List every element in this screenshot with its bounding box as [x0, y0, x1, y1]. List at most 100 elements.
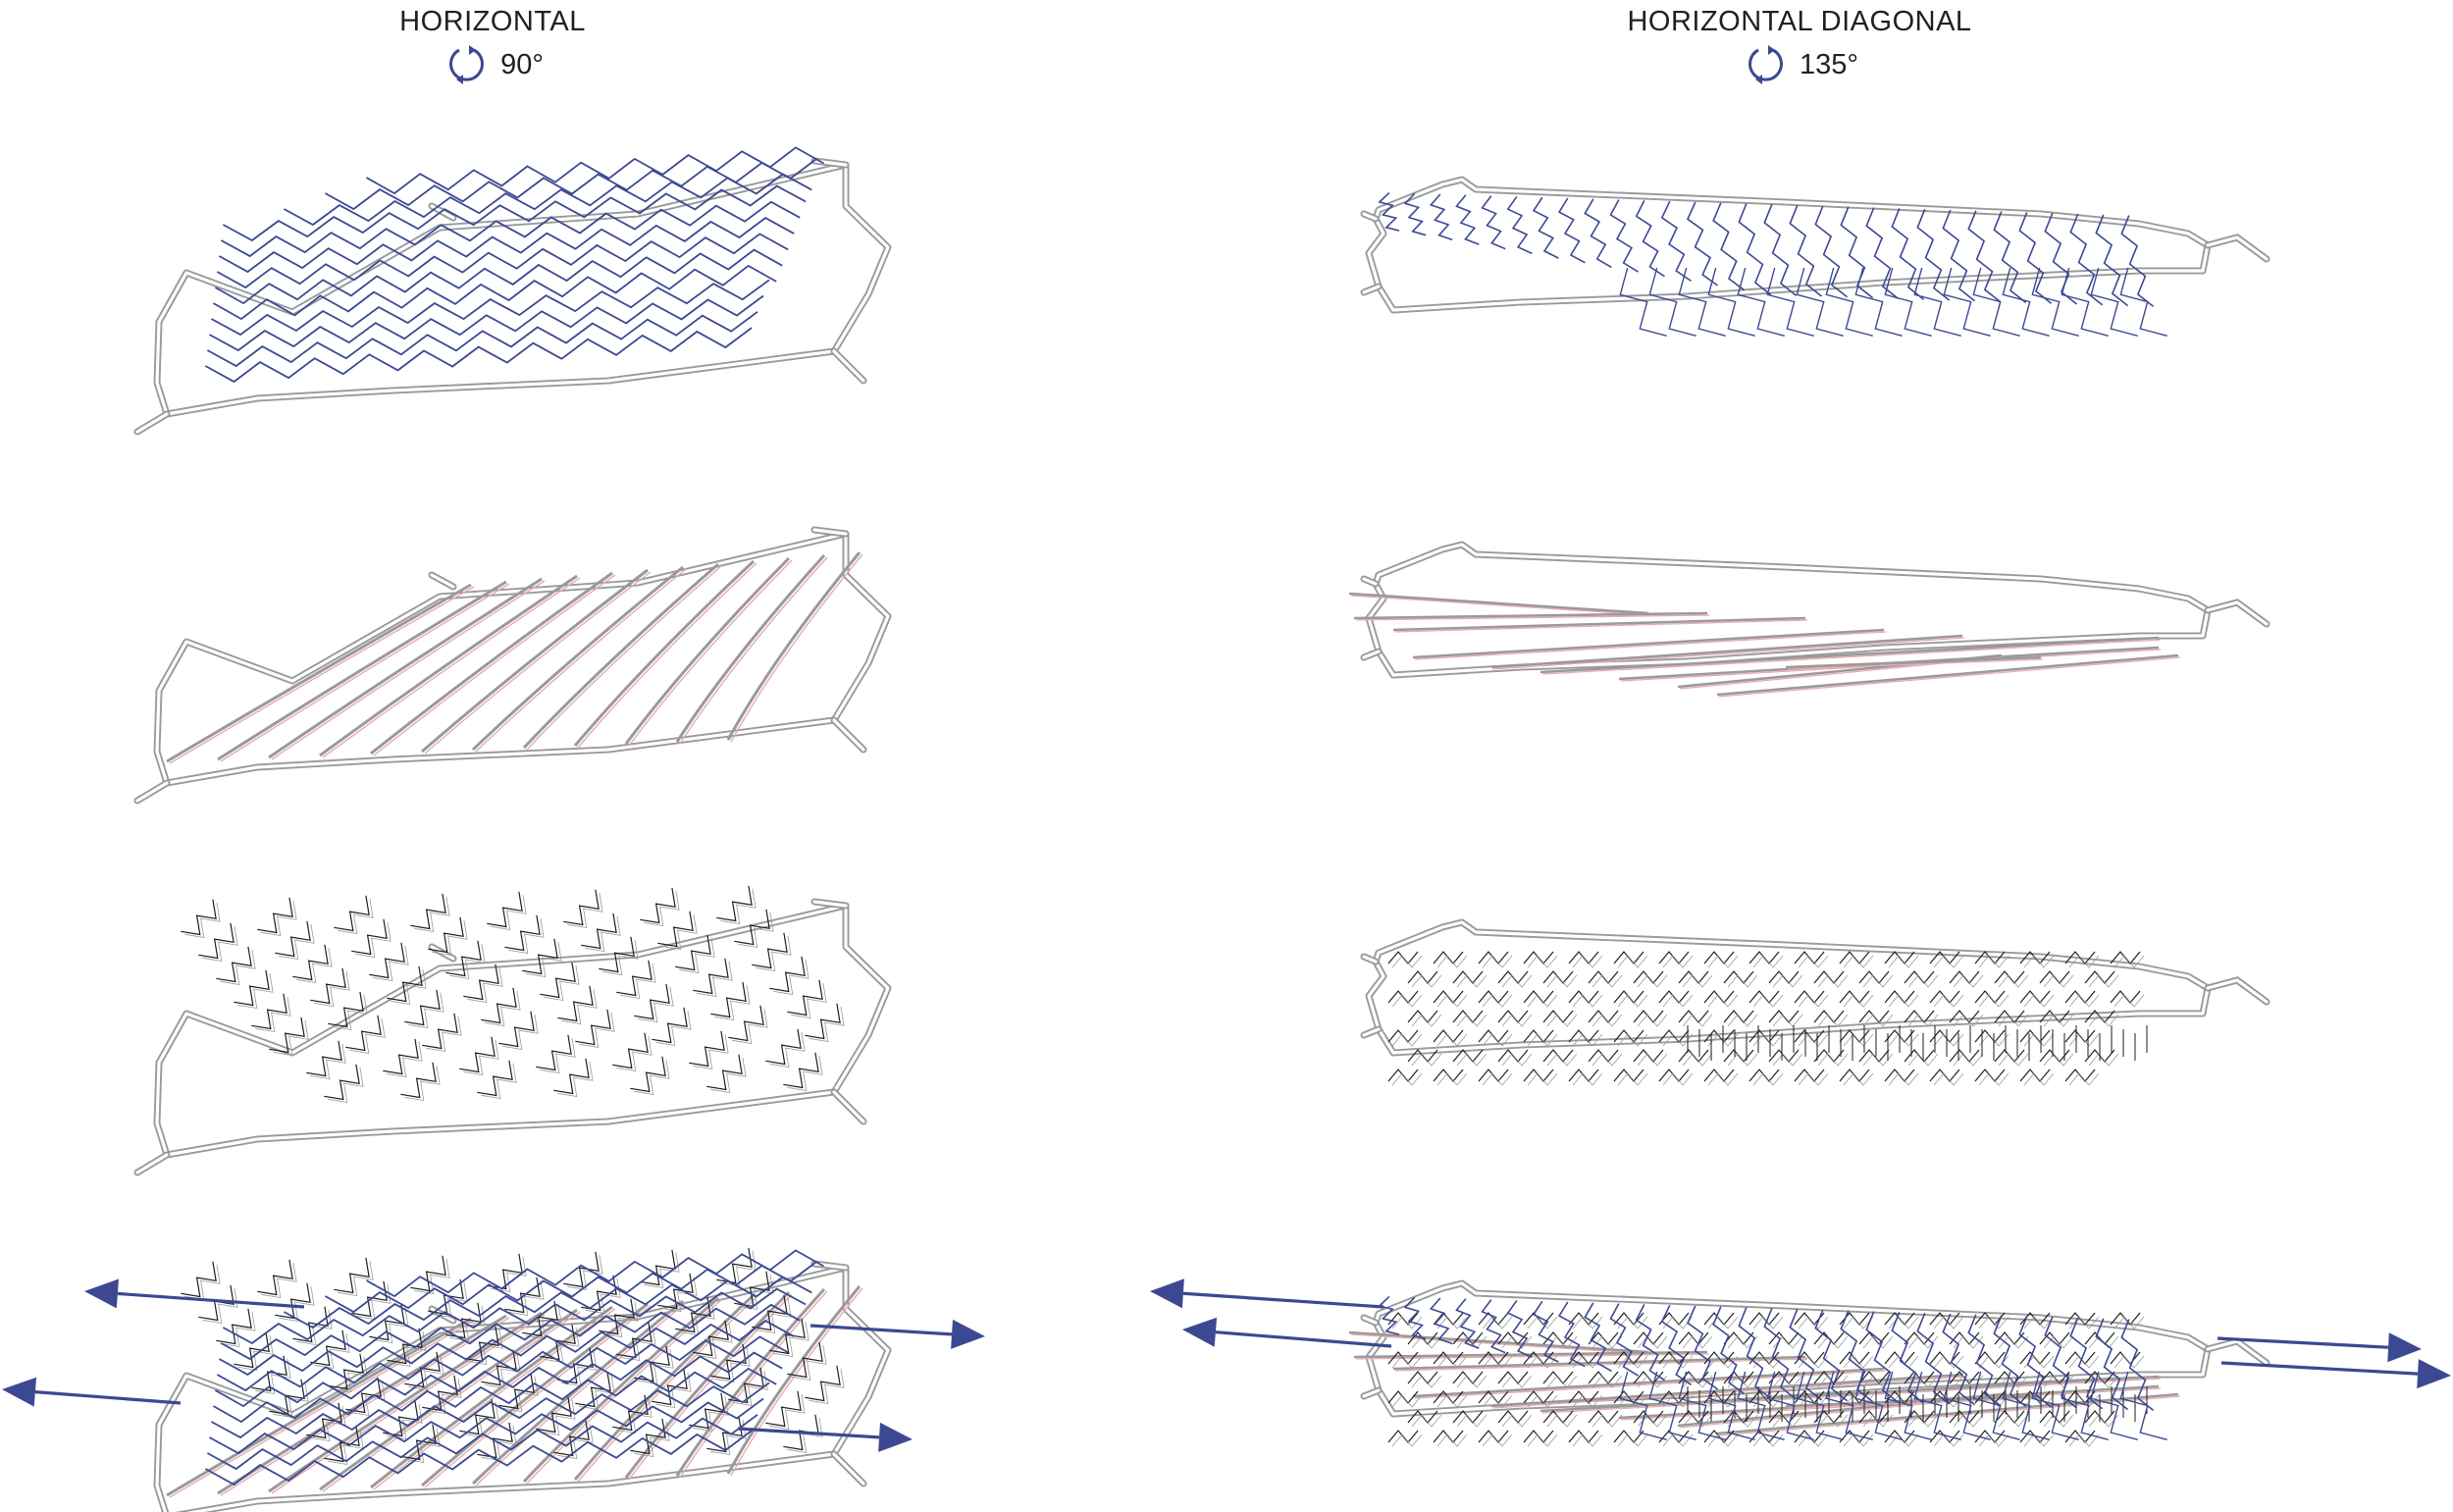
gray-zigzag — [408, 1354, 444, 1390]
black-zigzag — [487, 891, 523, 928]
gray-chevron — [2023, 955, 2055, 968]
black-chevron — [1994, 970, 2025, 984]
gray-zigzag — [693, 1033, 729, 1069]
black-chevron — [1497, 1410, 1529, 1424]
gray-zigzag — [404, 1065, 441, 1101]
black-zigzag — [563, 1251, 600, 1288]
gray-zigzag — [714, 1346, 751, 1382]
pink-curve — [577, 1296, 757, 1483]
black-chevron — [1497, 970, 1529, 984]
gray-chevron — [1888, 1355, 1919, 1369]
gray-chevron — [1727, 1014, 1758, 1027]
pink-curve — [424, 571, 652, 755]
black-chevron — [2019, 990, 2051, 1004]
gray-zigzag — [561, 1350, 598, 1386]
black-zigzag — [328, 1353, 364, 1390]
black-zigzag — [463, 1326, 499, 1363]
black-zigzag — [769, 956, 806, 993]
blue-zigzag-column — [1455, 1298, 1480, 1349]
blue-zigzag-row — [206, 311, 758, 368]
blue-zigzag-column — [1738, 203, 1772, 296]
gray-chevron — [1527, 1316, 1558, 1330]
outline-tail-inner — [135, 1153, 169, 1174]
black-zigzag — [765, 1028, 802, 1066]
direction-arrow-icon — [737, 1422, 913, 1452]
black-zigzag — [257, 1259, 293, 1296]
black-zigzag — [292, 944, 329, 981]
gray-zigzag — [602, 939, 639, 975]
black-chevron — [1929, 1312, 1960, 1326]
black-zigzag — [557, 985, 594, 1022]
outline-inner — [1367, 1281, 2210, 1416]
gray-strand — [1785, 655, 2042, 669]
blue-zigzag-column — [2044, 212, 2078, 305]
black-chevron — [2084, 1010, 2115, 1023]
gray-zigzag — [467, 966, 503, 1003]
blue-zigzag-row — [222, 1287, 807, 1345]
blue-zigzag-row — [214, 1351, 783, 1408]
gray-zigzag — [349, 1380, 386, 1416]
arrow-head — [1150, 1278, 1184, 1309]
black-zigzag — [400, 1424, 437, 1461]
gray-chevron — [1998, 974, 2029, 988]
blue-zigzag-row — [222, 184, 807, 242]
gray-zigzag — [463, 1401, 499, 1437]
black-zigzag — [716, 885, 753, 922]
pink-curve — [169, 1320, 475, 1498]
black-chevron — [1678, 970, 1709, 984]
gray-strand — [1392, 616, 1806, 632]
outline-tail-inner — [1362, 650, 1381, 659]
gray-curve — [624, 556, 791, 745]
black-zigzag — [563, 889, 600, 926]
black-zigzag — [251, 993, 287, 1030]
black-chevron — [1613, 990, 1644, 1004]
arrow-head — [2387, 1332, 2422, 1363]
gray-chevron — [1862, 1335, 1894, 1349]
gray-zigzag — [220, 949, 256, 985]
blue-zigzag-column — [1825, 267, 1873, 337]
gray-chevron — [1482, 955, 1513, 968]
gray-zigzag — [349, 1017, 386, 1054]
gray-chevron — [1933, 1355, 1964, 1369]
gray-chevron — [1998, 1335, 2029, 1349]
black-zigzag — [383, 1038, 419, 1075]
black-chevron — [1497, 1010, 1529, 1023]
gray-strand — [1540, 636, 2160, 674]
gray-zigzag — [391, 968, 427, 1005]
blue-zigzag-column — [1766, 1371, 1814, 1440]
outline-tail-inner — [2206, 235, 2269, 261]
black-chevron — [1703, 990, 1735, 1004]
gray-zigzag — [661, 1276, 698, 1312]
gray-zigzag — [261, 900, 297, 936]
gray-chevron — [1482, 994, 1513, 1008]
gray-chevron — [1617, 955, 1648, 968]
gray-chevron — [1843, 1072, 1874, 1086]
pink-curve — [526, 565, 722, 751]
black-chevron — [1568, 1029, 1599, 1043]
gray-zigzag — [526, 1303, 562, 1339]
blue-zigzag-column — [1429, 1297, 1453, 1345]
black-chevron — [2110, 951, 2141, 965]
outline-tail-inner — [1362, 955, 1378, 964]
black-zigzag — [345, 1015, 382, 1052]
gray-chevron — [2068, 1434, 2100, 1447]
blue-zigzag-column — [1943, 267, 1991, 337]
gray-chevron — [1662, 955, 1694, 968]
blue-zigzag-column — [1865, 207, 1900, 300]
black-chevron — [1497, 1331, 1529, 1345]
outline-inner — [155, 532, 890, 785]
gray-chevron — [1572, 1316, 1603, 1330]
gray-chevron — [1546, 1053, 1578, 1067]
black-chevron — [1768, 1410, 1800, 1424]
gray-chevron — [1391, 1394, 1423, 1408]
black-chevron — [1523, 1029, 1554, 1043]
black-chevron — [1452, 1371, 1484, 1384]
gray-chevron — [1772, 974, 1803, 988]
black-chevron — [1613, 1430, 1644, 1443]
black-chevron — [1387, 1390, 1419, 1404]
blue-zigzag-row — [204, 1430, 753, 1486]
pink-curve — [169, 586, 475, 764]
black-chevron — [1613, 1069, 1644, 1082]
gray-chevron — [1572, 994, 1603, 1008]
blue-zigzag-column — [1557, 197, 1586, 264]
